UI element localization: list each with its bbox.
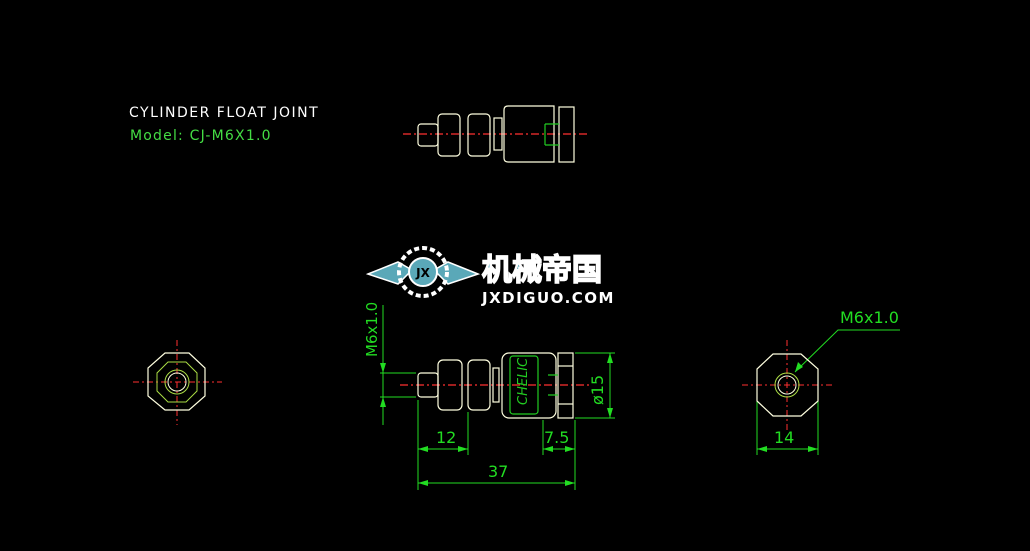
title-text: CYLINDER FLOAT JOINT [129, 105, 319, 121]
watermark-logo: JX 机械帝国 JXDIGUO.COM [365, 246, 615, 307]
dim-thread-right: M6x1.0 [840, 308, 899, 327]
main-view: CHELIC [400, 352, 592, 419]
model-text: Model: CJ-M6X1.0 [130, 128, 272, 144]
top-view [403, 105, 590, 163]
dim-thread-left: M6x1.0 [363, 302, 381, 357]
dim-12: 12 [436, 428, 456, 447]
logo-en-text: JXDIGUO.COM [481, 289, 615, 307]
right-end-view [742, 340, 832, 430]
dim-7-5: 7.5 [544, 428, 569, 447]
dim-37: 37 [488, 462, 508, 481]
left-end-view [133, 340, 222, 425]
logo-cn-text: 机械帝国 [482, 253, 602, 288]
dim-14: 14 [774, 428, 794, 447]
logo-badge: JX [415, 266, 430, 280]
dim-dia-15: ø15 [588, 375, 607, 405]
dimensions [380, 305, 900, 490]
brand-label: CHELIC [516, 357, 531, 405]
dimension-arrows [380, 353, 818, 486]
